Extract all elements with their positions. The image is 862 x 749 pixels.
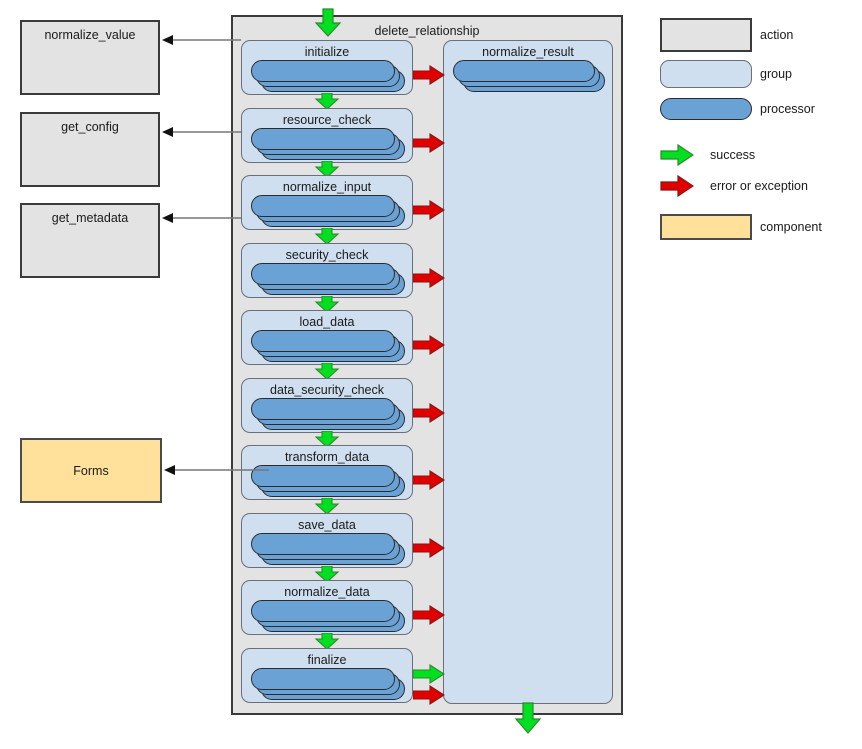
group-finalize[interactable]: finalize <box>241 647 413 703</box>
action-label: get_config <box>61 120 119 134</box>
component-swatch <box>660 214 752 240</box>
green-arrow-icon <box>660 143 695 172</box>
processor-pill-front <box>251 397 395 420</box>
processor-pill-front <box>251 60 395 82</box>
group-resource-check[interactable]: resource_check <box>241 107 413 163</box>
processor-pill-front <box>251 532 395 555</box>
processor-stack[interactable] <box>251 397 405 430</box>
legend-row-group: group <box>660 60 860 94</box>
group-label: normalize_input <box>282 180 372 194</box>
success-arrow-icon <box>314 294 340 313</box>
error-arrow-icon <box>412 604 446 626</box>
legend: action group processor success e <box>660 18 860 248</box>
legend-row-action: action <box>660 18 860 52</box>
group-label: load_data <box>299 315 355 329</box>
processor-stack[interactable] <box>251 127 405 160</box>
group-data-security-check[interactable]: data_security_check <box>241 377 413 433</box>
error-arrow-icon <box>412 199 446 221</box>
processor-pill-front <box>251 330 395 352</box>
action-label: get_metadata <box>51 211 129 225</box>
legend-label: group <box>760 67 792 81</box>
action-get-config[interactable]: get_config <box>20 112 160 187</box>
component-forms[interactable]: Forms <box>20 438 162 503</box>
legend-label: error or exception <box>710 179 808 193</box>
group-normalize-input[interactable]: normalize_input <box>241 175 413 230</box>
group-initialize[interactable]: initialize <box>241 40 413 95</box>
processor-pill-front <box>251 262 395 285</box>
error-arrow-icon <box>412 684 446 705</box>
processor-stack[interactable] <box>251 667 405 700</box>
processor-stack[interactable] <box>251 465 405 497</box>
legend-row-component: component <box>660 214 860 248</box>
error-arrow-icon <box>412 267 446 288</box>
connector-get-metadata <box>160 211 242 225</box>
group-label: normalize_result <box>482 45 574 59</box>
group-security-check[interactable]: security_check <box>241 242 413 298</box>
group-label: save_data <box>298 517 356 532</box>
group-label: resource_check <box>282 112 372 127</box>
processor-stack[interactable] <box>251 532 405 565</box>
error-arrow-icon <box>412 537 446 558</box>
connector-normalize-value <box>160 33 242 47</box>
processor-swatch <box>660 98 752 120</box>
action-get-metadata[interactable]: get_metadata <box>20 203 160 278</box>
legend-row-processor: processor <box>660 98 860 132</box>
processor-pill-front <box>251 465 395 487</box>
processor-pill-front <box>251 667 395 690</box>
legend-label: action <box>760 28 794 42</box>
legend-label: processor <box>760 102 815 116</box>
error-arrow-icon <box>412 469 446 491</box>
error-arrow-icon <box>412 334 446 356</box>
action-swatch <box>660 18 752 52</box>
legend-label: success <box>710 148 756 162</box>
group-swatch <box>660 60 752 88</box>
exit-success-arrow-icon <box>513 702 543 735</box>
processor-stack[interactable] <box>251 600 405 632</box>
group-normalize-data[interactable]: normalize_data <box>241 580 413 635</box>
container-title: delete_relationship <box>374 24 480 38</box>
group-label: normalize_data <box>284 585 370 599</box>
processor-stack[interactable] <box>251 262 405 295</box>
group-label: initialize <box>304 45 350 59</box>
group-transform-data[interactable]: transform_data <box>241 445 413 500</box>
legend-row-error: error or exception <box>660 174 860 208</box>
success-arrow-icon <box>314 362 340 380</box>
group-label: transform_data <box>284 450 370 464</box>
processor-stack[interactable] <box>251 330 405 362</box>
legend-label: component <box>760 220 822 234</box>
group-label: finalize <box>307 652 347 667</box>
error-arrow-icon <box>412 132 446 153</box>
processor-stack[interactable] <box>251 60 405 92</box>
processor-pill-front <box>251 195 395 217</box>
processor-pill-front <box>251 600 395 622</box>
group-label: data_security_check <box>270 382 384 397</box>
success-arrow-icon <box>314 92 340 110</box>
error-arrow-icon <box>412 64 446 86</box>
group-load-data[interactable]: load_data <box>241 310 413 365</box>
connector-get-config <box>160 125 242 139</box>
action-label: normalize_value <box>44 28 136 42</box>
group-label: security_check <box>285 247 369 262</box>
red-arrow-icon <box>660 174 695 203</box>
entry-success-arrow-icon <box>313 8 343 38</box>
processor-stack[interactable] <box>453 60 605 92</box>
component-label: Forms <box>73 463 109 478</box>
success-arrow-icon <box>314 159 340 178</box>
legend-row-success: success <box>660 143 860 177</box>
group-normalize-result[interactable]: normalize_result <box>443 40 613 704</box>
action-normalize-value[interactable]: normalize_value <box>20 20 160 95</box>
processor-pill-front <box>453 60 595 82</box>
success-arrow-icon <box>314 632 340 650</box>
error-arrow-icon <box>412 402 446 423</box>
success-arrow-icon <box>314 564 340 583</box>
processor-pill-front <box>251 127 395 150</box>
success-arrow-icon <box>314 429 340 448</box>
success-arrow-icon <box>314 227 340 245</box>
processor-stack[interactable] <box>251 195 405 227</box>
connector-forms <box>162 463 270 477</box>
success-arrow-icon <box>412 663 446 684</box>
success-arrow-icon <box>314 497 340 515</box>
group-save-data[interactable]: save_data <box>241 512 413 568</box>
